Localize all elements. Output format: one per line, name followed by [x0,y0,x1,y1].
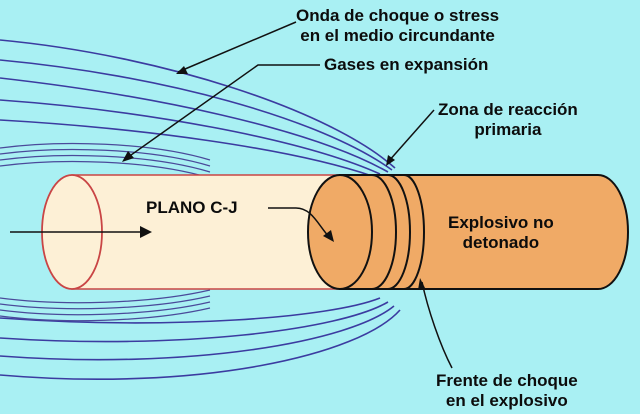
label-reaction-zone-line-1: Zona de reacción [438,100,578,119]
label-reaction-zone: Zona de reacción primaria [438,100,578,140]
label-shock-wave-line-2: en el medio circundante [300,26,495,45]
leader-expanding-gases [123,64,320,161]
shock-wave-line [0,301,389,343]
shock-wave-line [0,99,381,175]
leader-arrowheads [122,66,426,290]
label-expanding-gases: Gases en expansión [324,55,489,74]
expanding-gases-band [0,142,211,322]
shock-wave-line [0,59,393,171]
label-shock-wave-line-1: Onda de choque o stress [296,6,500,25]
shock-wave-line [0,309,401,380]
label-cj-plane: PLANO C-J [146,198,238,217]
label-undetonated-explosive: Explosivo no detonado [448,213,554,253]
shock-wave-line [0,119,373,177]
shock-wave-line [0,77,389,173]
leader-shock-front [421,281,453,369]
label-undetonated-line-1: Explosivo no [448,213,554,232]
propagation-arrow [10,226,152,238]
explosive-body [339,174,629,290]
label-shock-wave: Onda de choque o stress en el medio circ… [296,6,499,46]
shock-wave-line [0,305,395,361]
shock-wave-line [0,39,396,169]
shock-wave-line [0,297,381,324]
leader-shock-wave [177,21,297,73]
label-undetonated-line-2: detonado [462,233,540,252]
reaction-zone-arc [387,174,411,290]
label-shock-front-line-1: Frente de choque [436,371,578,390]
label-shock-front-line-2: en el explosivo [445,391,568,410]
label-reaction-zone-line-2: primaria [474,120,542,139]
reaction-zone-arc [403,174,425,290]
shock-wave-lines [0,39,401,380]
label-shock-front: Frente de choque en el explosivo [436,371,578,411]
explosive-charge [307,174,629,290]
leader-reaction-zone [387,109,435,163]
reaction-zone-arc [371,174,397,290]
cj-plane-face [307,174,373,290]
